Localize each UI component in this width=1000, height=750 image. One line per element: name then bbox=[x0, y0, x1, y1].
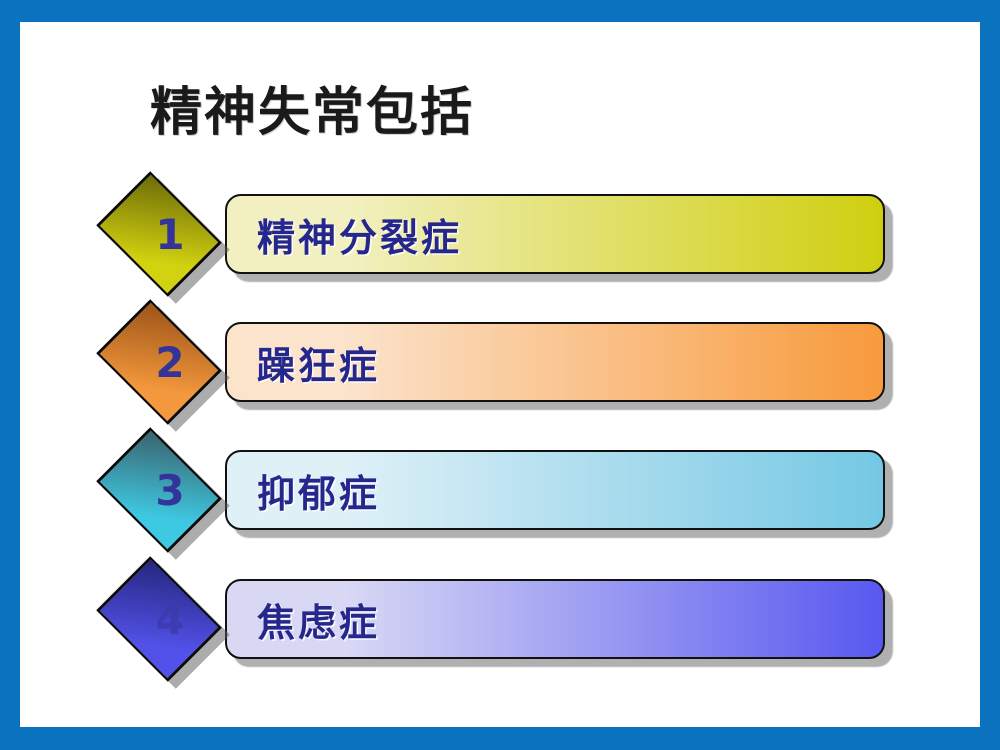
content-bar[interactable]: 焦虑症 bbox=[225, 579, 885, 659]
step-marker[interactable]: 1 bbox=[92, 171, 232, 304]
bar-label: 精神分裂症 bbox=[257, 214, 463, 260]
list-item[interactable]: 抑郁症 3 bbox=[20, 427, 1000, 590]
bar-label: 焦虑症 bbox=[257, 599, 381, 645]
step-number: 2 bbox=[155, 337, 185, 387]
content-bar[interactable]: 躁狂症 bbox=[225, 322, 885, 402]
step-marker[interactable]: 2 bbox=[92, 299, 232, 432]
list-item[interactable]: 躁狂症 2 bbox=[20, 299, 1000, 462]
bar-label: 抑郁症 bbox=[257, 470, 381, 516]
page-title: 精神失常包括 bbox=[150, 82, 475, 143]
step-number: 3 bbox=[155, 465, 185, 515]
step-marker[interactable]: 3 bbox=[92, 427, 232, 560]
slide-canvas: 精神失常包括 精神分裂症 1 躁狂症 2 bbox=[20, 22, 980, 727]
list-item[interactable]: 精神分裂症 1 bbox=[20, 171, 1000, 334]
bar-label: 躁狂症 bbox=[257, 342, 381, 388]
list-item[interactable]: 焦虑症 4 bbox=[20, 556, 1000, 719]
step-marker[interactable]: 4 bbox=[92, 556, 232, 689]
step-number: 4 bbox=[155, 594, 185, 644]
step-number: 1 bbox=[155, 209, 185, 259]
content-bar[interactable]: 抑郁症 bbox=[225, 450, 885, 530]
content-bar[interactable]: 精神分裂症 bbox=[225, 194, 885, 274]
